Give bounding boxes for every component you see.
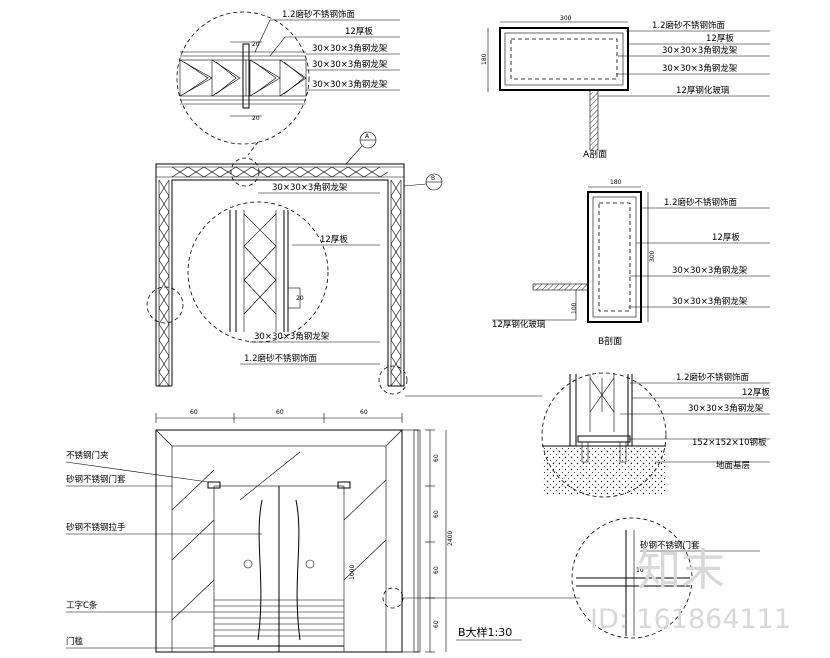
detail-br-label-3: 152×152×10钢板 (692, 437, 767, 448)
frame-callout-top (230, 157, 260, 187)
door-dim-right-1: 60 (433, 510, 440, 518)
section-b-label-2: 30×30×3角钢龙架 (672, 265, 748, 276)
section-b-label-1: 12厚板 (712, 232, 740, 243)
section-b-caption: B剖面 (598, 335, 622, 347)
detail-br-small-dim: 10 (636, 567, 644, 574)
section-a-caption: A剖面 (583, 148, 607, 160)
door-label-4: 门槛 (66, 636, 84, 647)
detail-br-label-0: 1.2磨砂不锈钢饰面 (676, 372, 750, 383)
section-a-label-1: 12厚板 (706, 33, 734, 44)
detail-br-label-2: 30×30×3角钢龙架 (688, 403, 764, 414)
section-a-label-3: 30×30×3角钢龙架 (662, 63, 738, 74)
frame-elevation: A B 20 30×30×3角钢龙架 12厚板 30×30×3角钢龙架 1.2磨… (146, 131, 443, 395)
section-a-label-0: 1.2磨砂不锈钢饰面 (652, 20, 726, 31)
section-a-dim-0: 300 (560, 15, 572, 22)
detail-bottom-right: 1.2磨砂不锈钢饰面 12厚板 30×30×3角钢龙架 152×152×10钢板… (405, 372, 770, 498)
door-label-0: 不锈钢门夹 (66, 450, 109, 461)
door-dim-right-0: 60 (433, 454, 440, 462)
door-dim-total: 2400 (447, 531, 454, 546)
frame-detail-dim: 20 (296, 295, 304, 302)
section-b-dim-0: 180 (610, 179, 622, 186)
detail-top-label-4: 30×30×3角钢龙架 (312, 79, 388, 90)
detail-top-dim: 20 (252, 41, 260, 48)
section-a-label-2: 30×30×3角钢龙架 (662, 45, 738, 56)
section-b-dim-1: 300 (649, 250, 656, 262)
detail-top: 20 20 1.2磨砂不锈钢饰面 12厚板 30×30×3角钢龙架 30×30×… (176, 9, 400, 156)
door-dim-top-2: 60 (360, 409, 368, 416)
section-a-dim-1: 180 (481, 53, 488, 65)
detail-br-circle (541, 372, 667, 498)
watermark-id: ID: 161864111 (590, 604, 791, 635)
section-b-label-4: 12厚钢化玻璃 (492, 319, 546, 330)
callout-b-text: B (431, 175, 435, 182)
frame-callout-left (146, 286, 184, 324)
door-label-3: 工字C条 (66, 600, 98, 611)
section-b-dim-2: 100 (571, 302, 578, 314)
watermark-brand: 知末 (637, 545, 725, 596)
frame-label-2: 30×30×3角钢龙架 (254, 331, 330, 342)
frame-label-3: 1.2磨砂不锈钢饰面 (244, 353, 318, 364)
detail-br-small-circle (571, 517, 693, 639)
detail-br-small: 10 砂钢不锈钢门套 (571, 517, 760, 639)
detail-top-label-1: 12厚板 (345, 26, 373, 37)
door-dim-top-1: 60 (276, 409, 284, 416)
frame-detail-circle (187, 201, 329, 343)
detail-top-dim-2: 20 (252, 115, 260, 122)
callout-a-text: A (365, 133, 370, 140)
door-dim-top-0: 60 (190, 409, 198, 416)
frame-label-1: 12厚板 (320, 234, 348, 245)
scale-caption: B大样1:30 (458, 625, 512, 639)
detail-br-label-1: 12厚板 (742, 387, 770, 398)
door-label-1: 砂钢不锈钢门套 (66, 474, 126, 485)
section-a: 300 180 1.2磨砂不锈钢饰面 12厚板 30×30×3角钢龙架 30×3… (481, 15, 770, 160)
frame-callout-right (378, 365, 408, 395)
section-b-label-0: 1.2磨砂不锈钢饰面 (664, 197, 738, 208)
door-dim-right-3: 60 (433, 620, 440, 628)
section-b: 180 300 100 1.2磨砂不锈钢饰面 12厚板 30×30×3角钢龙架 … (492, 179, 770, 347)
door-dim-right-2: 60 (433, 566, 440, 574)
door-label-2: 砂钢不锈钢拉手 (66, 522, 126, 533)
detail-top-circle (176, 11, 310, 145)
detail-br-label-4: 地面基层 (716, 460, 750, 471)
section-b-label-3: 30×30×3角钢龙架 (672, 296, 748, 307)
detail-br-small-label: 砂钢不锈钢门套 (640, 540, 700, 551)
detail-top-label-3: 30×30×3角钢龙架 (312, 59, 388, 70)
detail-top-label-0: 1.2磨砂不锈钢饰面 (282, 9, 356, 20)
section-a-label-4: 12厚钢化玻璃 (676, 85, 730, 96)
detail-top-label-2: 30×30×3角钢龙架 (312, 43, 388, 54)
door-elevation: 60 60 60 60 60 60 60 2400 1000 (65, 409, 580, 653)
frame-label-0: 30×30×3角钢龙架 (272, 182, 348, 193)
